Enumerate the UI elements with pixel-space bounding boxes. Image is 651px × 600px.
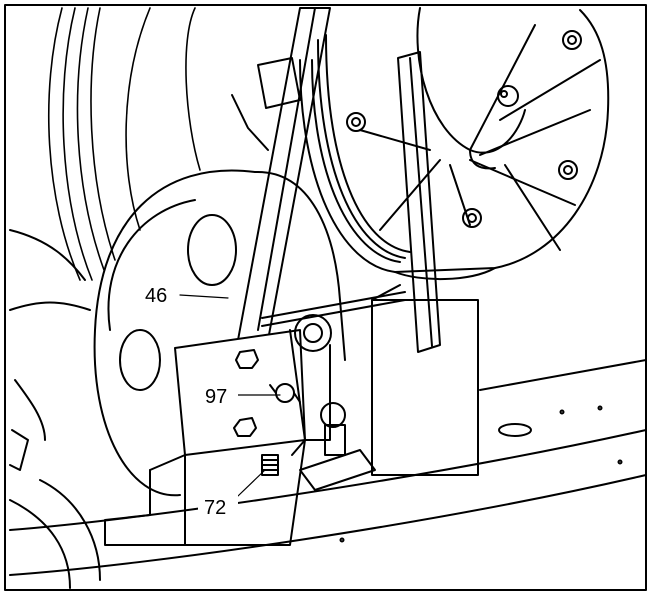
drive-belt-inner — [261, 299, 406, 327]
drive-belt — [261, 291, 406, 319]
mounting-plate — [104, 329, 306, 546]
callout-72-label: 72 — [204, 497, 226, 519]
callout-46-leader — [179, 294, 229, 299]
hex-nut — [235, 349, 259, 369]
bracket-arm — [231, 94, 269, 151]
adjustment-screw — [261, 439, 306, 476]
base-frame — [9, 359, 647, 576]
lower-clamp — [299, 402, 376, 491]
flywheel-disk — [93, 169, 346, 497]
vertical-post — [371, 51, 479, 476]
top-bracket — [257, 57, 301, 109]
hex-bolt — [233, 417, 257, 437]
callout-46-label: 46 — [145, 285, 167, 307]
tension-arm — [237, 7, 331, 341]
pulley-wheel — [299, 7, 610, 281]
pivot-roller — [289, 314, 332, 441]
diagram-frame — [4, 4, 647, 591]
large-flywheel-rim — [47, 7, 201, 281]
left-side-part — [9, 229, 101, 589]
callout-97-label: 97 — [205, 386, 227, 408]
callout-72-leader — [237, 469, 266, 497]
